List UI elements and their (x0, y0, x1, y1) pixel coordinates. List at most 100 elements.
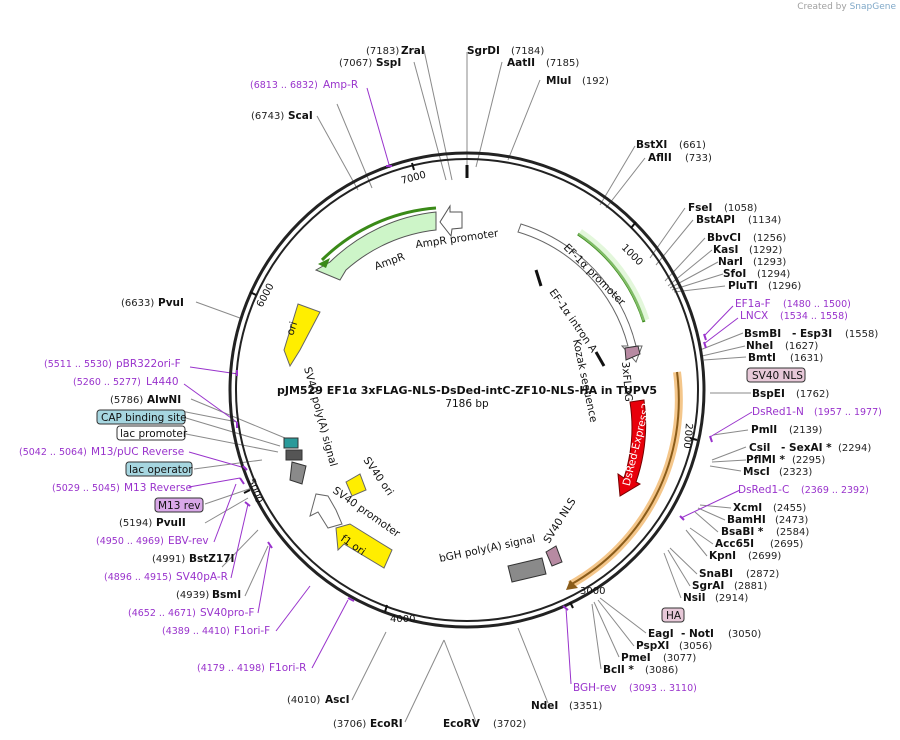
primer-number: (5042 .. 5064) (19, 447, 87, 458)
site-number: (1627) (785, 341, 818, 352)
primer-ef1a-glow (578, 229, 650, 322)
primer-number: (4389 .. 4410) (162, 626, 230, 637)
site-number: (2295) (792, 455, 825, 466)
primer-number: (6813 .. 6832) (250, 80, 318, 91)
site-pmli: PmlI (751, 424, 777, 436)
site-alwni: PvuI (158, 297, 184, 309)
tick-1000: 1000 (619, 242, 645, 268)
plasmid-name: pJM529 EF1α 3xFLAG-NLS-DsDed-intC-ZF10-N… (277, 384, 657, 397)
site-number: (7184) (511, 46, 544, 57)
primer-number: (1957 .. 1977) (814, 407, 882, 418)
orf-arrowhead (566, 580, 578, 590)
site-nhei: NheI (746, 340, 773, 352)
site-number: (4939) (176, 590, 209, 601)
feature-3xflag[interactable] (624, 345, 641, 361)
tick-3000: 3000 (580, 586, 605, 597)
primer-pbr322ori-f: pBR322ori-F (116, 358, 181, 370)
primer-l4440: L4440 (146, 376, 179, 388)
site-number: (7185) (546, 58, 579, 69)
primer-m13-reverse: M13 Reverse (124, 482, 192, 494)
site-ecorv: EcoRV (443, 718, 481, 730)
primer-dsred1-n: DsRed1-N (752, 406, 804, 418)
site-number: (1296) (768, 281, 801, 292)
label-bgh: bGH poly(A) signal (438, 533, 536, 565)
box-lac-operator (125, 461, 193, 477)
site-aflii: AflII (648, 152, 672, 164)
primer-number: (4896 .. 4915) (104, 572, 172, 583)
site-bcli: BclI * (603, 664, 634, 676)
site-number: (1293) (753, 257, 786, 268)
site-number: (3706) (333, 719, 366, 730)
site-bstxi: BstXI (636, 139, 667, 151)
site-sexai: - SexAI * (781, 442, 832, 454)
site-number: (2699) (748, 551, 781, 562)
site-number: (2139) (789, 425, 822, 436)
label-sv40nls-box: SV40 NLS (752, 370, 803, 382)
feature-dsred[interactable] (617, 399, 647, 497)
site-kasi: KasI (713, 244, 738, 256)
primer-number: (3093 .. 3110) (629, 683, 697, 694)
primer-ef1a-f: EF1a-F (735, 298, 771, 310)
site-bspei: BspEI (752, 388, 785, 400)
label-cap-box: CAP binding site (101, 412, 187, 424)
box-ha (661, 607, 685, 623)
site-number: (5194) (119, 518, 152, 529)
site-sgrai: SgrAI (692, 580, 724, 592)
site-number: (3050) (728, 629, 761, 640)
site-bamhi: BamHI (727, 514, 766, 526)
tick-6000: 6000 (255, 282, 277, 310)
site-bstapi: BstAPI (696, 214, 735, 226)
site-eagi: EagI (648, 628, 674, 640)
primer-f1ori-r: F1ori-R (269, 662, 306, 674)
tick-2000: 2000 (681, 423, 694, 449)
site-number: (1762) (796, 389, 829, 400)
feature-f1ori[interactable] (335, 523, 393, 569)
site-snabi: SnaBI (699, 568, 733, 580)
primer-number: (1480 .. 1500) (783, 299, 851, 310)
feature-ampr-promoter[interactable] (439, 204, 463, 238)
site-number: (7183) (366, 46, 399, 57)
box-sv40nls (746, 367, 806, 383)
watermark-prefix: Created by (797, 2, 847, 12)
feature-ampr[interactable] (314, 206, 437, 281)
primer-number: (4179 .. 4198) (197, 663, 265, 674)
site-xcmi: XcmI (733, 502, 762, 514)
site-nsii: NsiI (683, 592, 706, 604)
label-ori: ori (284, 320, 300, 337)
backbone (228, 151, 706, 629)
label-ampr: AmpR (373, 251, 407, 273)
feature-sv40promoter[interactable] (309, 493, 343, 529)
site-sgrdi: SgrDI (467, 45, 500, 57)
site-msci: MscI (743, 466, 770, 478)
site-number: (192) (582, 76, 609, 87)
site-bbvci: BbvCI (707, 232, 741, 244)
feature-sv40polya[interactable] (283, 437, 307, 485)
feature-ef1a-intron[interactable] (534, 269, 606, 367)
site-number: (2584) (776, 527, 809, 538)
site-acc65i: Acc65I (715, 538, 754, 550)
site-number: (1134) (748, 215, 781, 226)
site-esp3i: - Esp3I (792, 328, 832, 340)
primer-number: (5029 .. 5045) (52, 483, 120, 494)
label-sv40ori: SV40 ori (361, 455, 396, 498)
site-aatii: AatII (507, 57, 535, 69)
label-3xflag: 3xFLAG (619, 361, 634, 402)
box-m13rev (154, 497, 204, 513)
site-bmti: BmtI (748, 352, 776, 364)
site-number: (4991) (152, 554, 185, 565)
feature-sv40nls-small[interactable] (545, 545, 563, 567)
feature-bgh[interactable] (507, 557, 547, 583)
primer-number: (4652 .. 4671) (128, 608, 196, 619)
site-number: (1256) (753, 233, 786, 244)
feature-sv40ori[interactable] (345, 473, 367, 497)
site-bstz17i: PvuII (156, 517, 186, 529)
site-ecori: EcoRI (370, 718, 403, 730)
site-bsabi: BsaBI * (721, 526, 764, 538)
feature-ori[interactable] (283, 303, 321, 368)
primer-lncx: LNCX (740, 310, 768, 322)
site-avrii: BsmI (212, 589, 241, 601)
site-number: (3086) (645, 665, 678, 676)
box-lac-promoter (116, 425, 186, 441)
site-number: (3702) (493, 719, 526, 730)
